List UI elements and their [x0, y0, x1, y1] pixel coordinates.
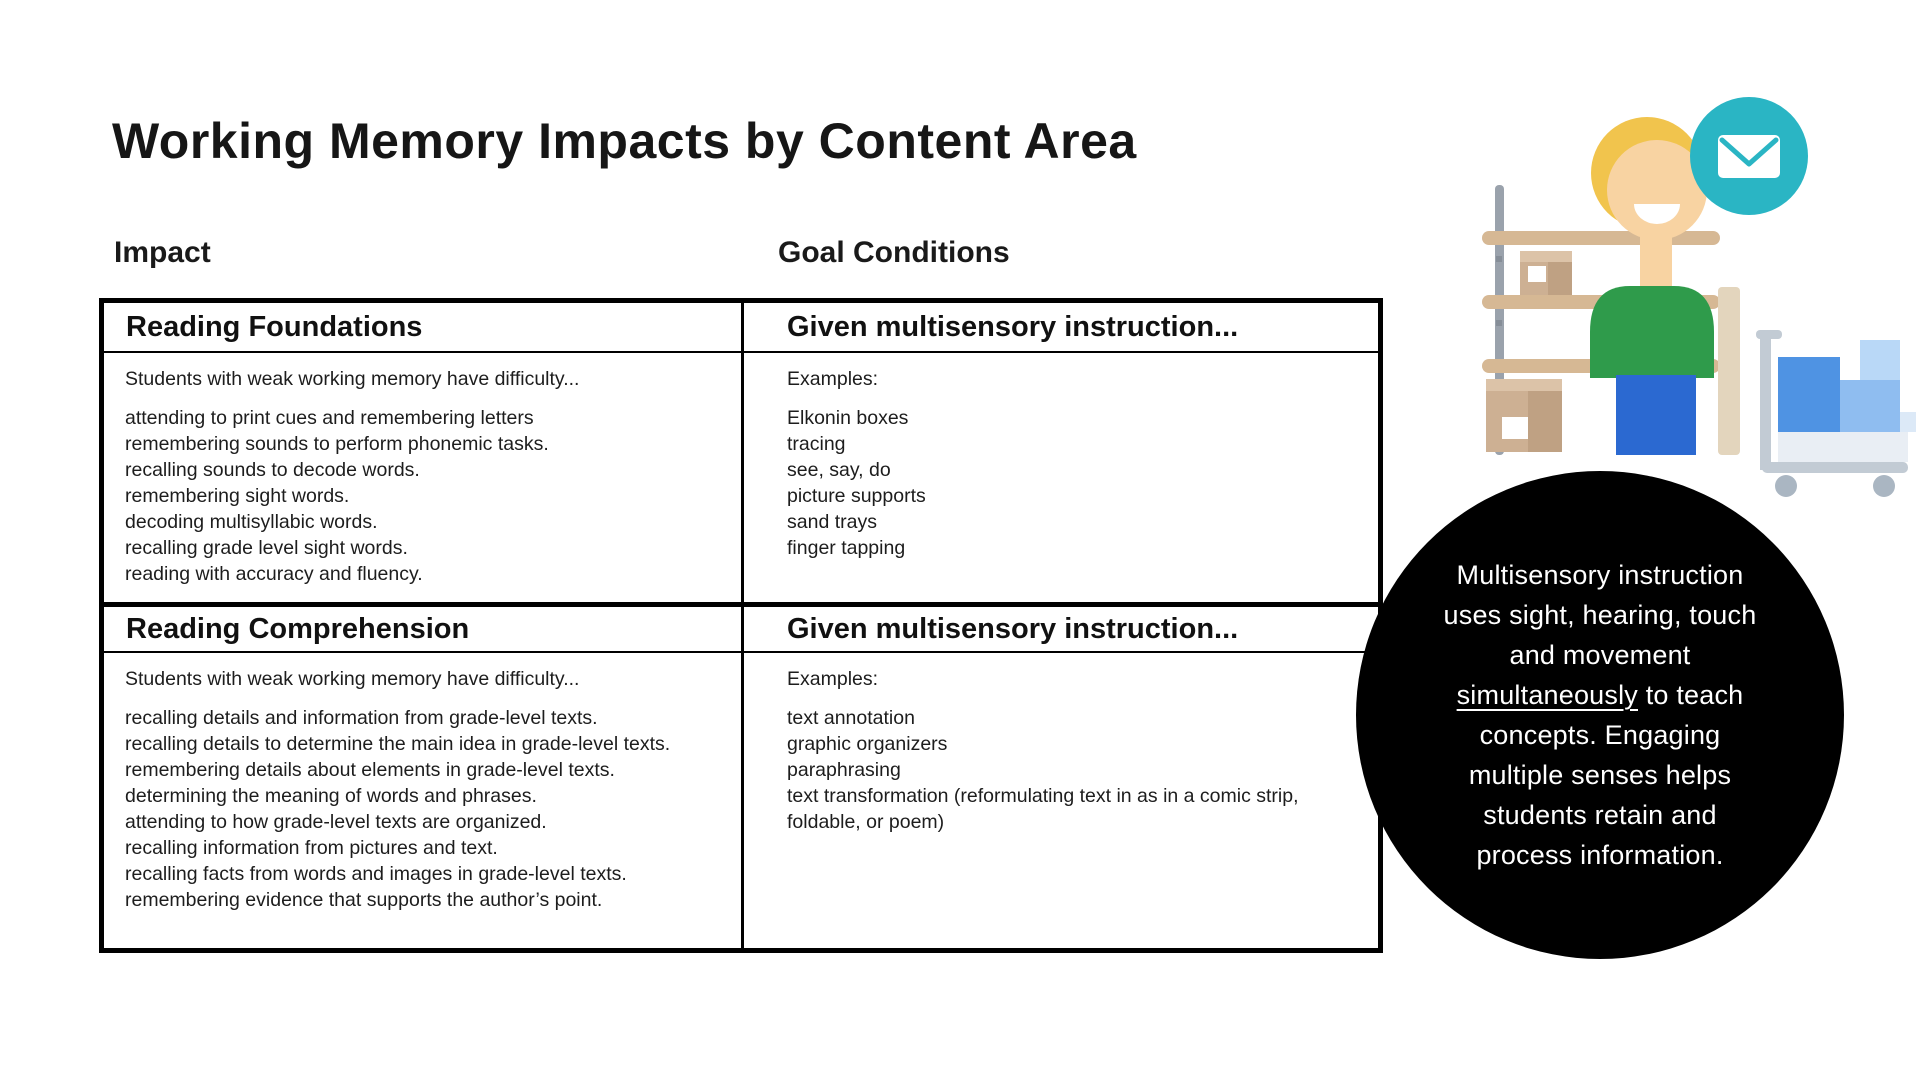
callout-line: and movement	[1509, 640, 1691, 670]
face	[1607, 140, 1707, 240]
goal-item-list: text annotation graphic organizers parap…	[787, 705, 1374, 835]
impact-item: recalling details and information from g…	[125, 707, 598, 729]
impact-item: remembering evidence that supports the a…	[125, 889, 603, 911]
goal-item: text transformation (reformulating text …	[787, 785, 1299, 833]
smile	[1634, 204, 1680, 224]
neck	[1640, 230, 1672, 290]
goal-item: graphic organizers	[787, 733, 948, 755]
reading-comprehension-goal-cell: Examples: text annotation graphic organi…	[744, 653, 1378, 948]
underlined-word: simultaneously	[1456, 680, 1638, 710]
row-header-label: Given multisensory instruction...	[787, 612, 1239, 645]
goal-item: sand trays	[787, 511, 877, 533]
shelf-side-panel	[1718, 287, 1740, 455]
cardboard-box-large	[1486, 379, 1562, 452]
reading-foundations-impact-cell: Students with weak working memory have d…	[104, 353, 744, 602]
warehouse-boy-illustration	[1482, 97, 1916, 497]
callout-line: students retain and	[1483, 800, 1717, 830]
row-header-reading-comprehension: Reading Comprehension	[104, 602, 744, 653]
wheel-icon	[1775, 475, 1797, 497]
impact-item-list: attending to print cues and remembering …	[125, 405, 737, 587]
impact-item: remembering sight words.	[125, 485, 350, 507]
examples-label: Examples:	[787, 368, 879, 390]
pants	[1616, 375, 1696, 455]
envelope-badge	[1690, 97, 1808, 215]
row-header-rc-goal-conditions: Given multisensory instruction...	[744, 602, 1378, 653]
row-header-label: Given multisensory instruction...	[787, 310, 1239, 343]
multisensory-callout: Multisensory instruction uses sight, hea…	[1356, 471, 1844, 959]
row-header-label: Reading Foundations	[126, 310, 423, 343]
examples-label: Examples:	[787, 668, 879, 690]
callout-line-rest: to teach	[1638, 680, 1744, 710]
row-header-label: Reading Comprehension	[126, 612, 470, 645]
impact-column-label: Impact	[114, 236, 211, 269]
impact-item: recalling grade level sight words.	[125, 537, 408, 559]
callout-line: concepts. Engaging	[1479, 720, 1721, 750]
goal-item: tracing	[787, 433, 846, 455]
goal-item: Elkonin boxes	[787, 407, 909, 429]
impact-intro: Students with weak working memory have d…	[125, 668, 580, 690]
impact-item: decoding multisyllabic words.	[125, 511, 378, 533]
callout-line: simultaneously to teach	[1457, 675, 1744, 715]
goal-column-label: Goal Conditions	[778, 236, 1010, 269]
impact-goal-table: Reading Foundations Given multisensory i…	[99, 298, 1383, 953]
row-header-rf-goal-conditions: Given multisensory instruction...	[744, 303, 1378, 353]
reading-foundations-goal-cell: Examples: Elkonin boxes tracing see, say…	[744, 353, 1378, 602]
impact-item: attending to print cues and remembering …	[125, 407, 534, 429]
impact-item: recalling facts from words and images in…	[125, 863, 627, 885]
goal-item-list: Elkonin boxes tracing see, say, do pictu…	[787, 405, 1374, 561]
impact-item: reading with accuracy and fluency.	[125, 563, 423, 585]
goal-item: see, say, do	[787, 459, 891, 481]
impact-item-list: recalling details and information from g…	[125, 705, 737, 913]
reading-comprehension-impact-cell: Students with weak working memory have d…	[104, 653, 744, 948]
goal-item: paraphrasing	[787, 759, 901, 781]
hand-truck-illustration	[1756, 330, 1916, 497]
goal-item: text annotation	[787, 707, 915, 729]
envelope-icon	[1718, 135, 1780, 178]
goal-item: picture supports	[787, 485, 926, 507]
impact-item: remembering details about elements in gr…	[125, 759, 615, 781]
callout-line: Multisensory instruction	[1456, 560, 1744, 590]
row-header-reading-foundations: Reading Foundations	[104, 303, 744, 353]
impact-intro: Students with weak working memory have d…	[125, 368, 580, 390]
wheel-icon	[1873, 475, 1895, 497]
boy-illustration	[1590, 117, 1714, 455]
callout-line: multiple senses helps	[1468, 760, 1732, 790]
goal-item: finger tapping	[787, 537, 906, 559]
impact-item: recalling information from pictures and …	[125, 837, 498, 859]
callout-line: process information.	[1476, 840, 1724, 870]
shirt	[1590, 286, 1714, 378]
cardboard-box-small	[1520, 251, 1572, 295]
callout-line: uses sight, hearing, touch	[1443, 600, 1757, 630]
impact-item: recalling sounds to decode words.	[125, 459, 420, 481]
page-title: Working Memory Impacts by Content Area	[112, 113, 1137, 169]
impact-item: recalling details to determine the main …	[125, 733, 671, 755]
impact-item: remembering sounds to perform phonemic t…	[125, 433, 549, 455]
impact-item: attending to how grade-level texts are o…	[125, 811, 547, 833]
impact-item: determining the meaning of words and phr…	[125, 785, 537, 807]
